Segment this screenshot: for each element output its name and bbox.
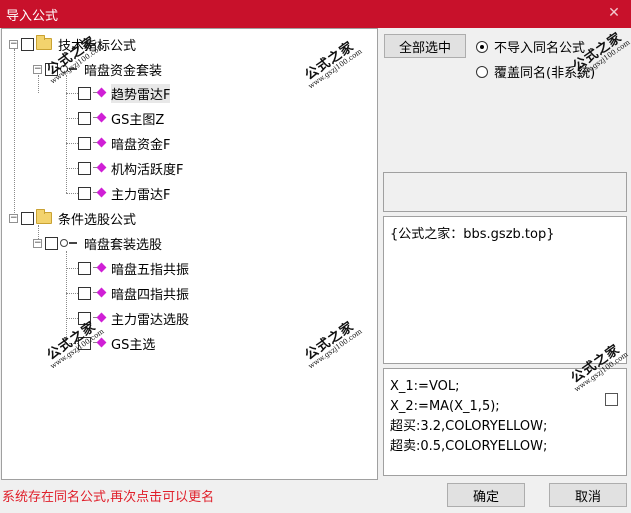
code-checkbox[interactable] bbox=[605, 393, 618, 406]
tree-item-label: 趋势雷达F bbox=[111, 83, 171, 103]
tree-item-label: 暗盘五指共振 bbox=[111, 262, 190, 278]
tree-item-label: 暗盘四指共振 bbox=[111, 287, 190, 303]
formula-icon bbox=[93, 186, 107, 200]
radio-label: 覆盖同名(非系统) bbox=[494, 66, 596, 81]
description-text: {公式之家：bbs.gszb.top} bbox=[390, 227, 555, 242]
tree-item[interactable]: 主力雷达选股 bbox=[78, 308, 189, 328]
item-checkbox[interactable] bbox=[78, 286, 91, 300]
key-icon bbox=[60, 64, 78, 74]
tree-subgroup-dark-fund[interactable]: − 暗盘资金套装 bbox=[33, 59, 162, 79]
tree-item[interactable]: GS主图Z bbox=[78, 108, 164, 128]
radio-skip-duplicates[interactable]: 不导入同名公式 bbox=[476, 37, 585, 56]
formula-icon bbox=[93, 161, 107, 175]
code-line: 超买:3.2,COLORYELLOW; bbox=[390, 419, 548, 434]
expander-toggle[interactable]: − bbox=[9, 212, 18, 223]
formula-icon bbox=[93, 261, 107, 275]
formula-tree[interactable]: − 技术指标公式 − 暗盘资金套装 趋势雷达F GS主图Z 暗盘资金F 机构活跃… bbox=[1, 28, 378, 480]
code-text: X_1:=VOL; X_2:=MA(X_1,5); 超买:3.2,COLORYE… bbox=[390, 377, 547, 457]
formula-icon bbox=[93, 311, 107, 325]
item-checkbox[interactable] bbox=[78, 186, 91, 200]
tree-item[interactable]: 暗盘四指共振 bbox=[78, 283, 189, 303]
tree-item-label: GS主选 bbox=[111, 337, 156, 353]
close-icon[interactable]: ✕ bbox=[608, 5, 620, 21]
item-checkbox[interactable] bbox=[78, 311, 91, 325]
expander-toggle[interactable]: − bbox=[33, 237, 42, 248]
formula-icon bbox=[93, 136, 107, 150]
tree-item-label: GS主图Z bbox=[111, 112, 165, 128]
group-checkbox[interactable] bbox=[21, 211, 34, 225]
radio-button[interactable] bbox=[476, 65, 488, 78]
tree-item-label: 暗盘资金F bbox=[111, 137, 171, 153]
radio-label: 不导入同名公式 bbox=[494, 41, 586, 56]
radio-button[interactable] bbox=[476, 40, 488, 53]
folder-icon bbox=[36, 209, 52, 224]
description-panel: {公式之家：bbs.gszb.top} bbox=[383, 216, 627, 364]
radio-overwrite[interactable]: 覆盖同名(非系统) bbox=[476, 62, 595, 81]
cancel-button[interactable]: 取消 bbox=[549, 483, 627, 507]
formula-icon bbox=[93, 336, 107, 350]
code-preview-panel: X_1:=VOL; X_2:=MA(X_1,5); 超买:3.2,COLORYE… bbox=[383, 342, 630, 476]
tree-group-label: 条件选股公式 bbox=[58, 212, 137, 228]
name-input-panel[interactable] bbox=[383, 172, 627, 212]
tree-group-condition[interactable]: − 条件选股公式 bbox=[9, 208, 136, 228]
item-checkbox[interactable] bbox=[78, 86, 91, 100]
subgroup-checkbox[interactable] bbox=[45, 236, 58, 250]
code-line: 超卖:0.5,COLORYELLOW; bbox=[390, 439, 548, 454]
tree-item[interactable]: 主力雷达F bbox=[78, 183, 170, 203]
formula-icon bbox=[93, 111, 107, 125]
tree-subgroup-label: 暗盘套装选股 bbox=[84, 237, 163, 253]
folder-icon bbox=[36, 35, 52, 50]
tree-item[interactable]: 暗盘五指共振 bbox=[78, 258, 189, 278]
key-icon bbox=[60, 238, 78, 248]
expander-toggle[interactable]: − bbox=[33, 63, 42, 74]
item-checkbox[interactable] bbox=[78, 336, 91, 350]
expander-toggle[interactable]: − bbox=[9, 38, 18, 49]
subgroup-checkbox[interactable] bbox=[45, 62, 58, 76]
window-title: 导入公式 bbox=[6, 9, 59, 24]
item-checkbox[interactable] bbox=[78, 111, 91, 125]
ok-button[interactable]: 确定 bbox=[447, 483, 525, 507]
tree-item-label: 主力雷达选股 bbox=[111, 312, 190, 328]
item-checkbox[interactable] bbox=[78, 136, 91, 150]
title-bar: 导入公式 ✕ bbox=[0, 0, 631, 28]
tree-item[interactable]: GS主选 bbox=[78, 333, 155, 353]
formula-icon bbox=[93, 286, 107, 300]
tree-item[interactable]: 暗盘资金F bbox=[78, 133, 170, 153]
tree-item-label: 机构活跃度F bbox=[111, 162, 184, 178]
tree-item[interactable]: 趋势雷达F bbox=[78, 83, 171, 103]
item-checkbox[interactable] bbox=[78, 261, 91, 275]
select-all-button[interactable]: 全部选中 bbox=[384, 34, 466, 58]
tree-subgroup-dark-select[interactable]: − 暗盘套装选股 bbox=[33, 233, 162, 253]
formula-icon bbox=[93, 86, 107, 100]
tree-group-indicator[interactable]: − 技术指标公式 bbox=[9, 34, 136, 54]
item-checkbox[interactable] bbox=[78, 161, 91, 175]
group-checkbox[interactable] bbox=[21, 37, 34, 51]
status-message: 系统存在同名公式,再次点击可以更名 bbox=[2, 490, 215, 505]
tree-item-label: 主力雷达F bbox=[111, 187, 171, 203]
tree-subgroup-label: 暗盘资金套装 bbox=[84, 63, 163, 79]
tree-group-label: 技术指标公式 bbox=[58, 38, 137, 54]
code-line: X_2:=MA(X_1,5); bbox=[390, 399, 500, 414]
tree-item[interactable]: 机构活跃度F bbox=[78, 158, 183, 178]
code-line: X_1:=VOL; bbox=[390, 379, 460, 394]
